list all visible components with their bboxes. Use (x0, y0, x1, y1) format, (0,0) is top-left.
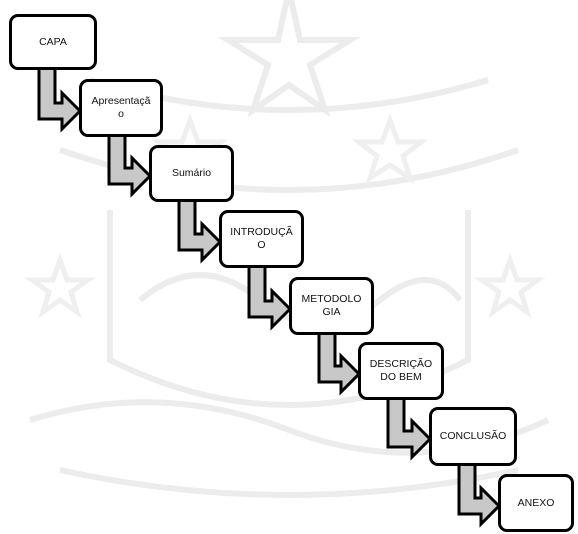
connector-arrow-4 (247, 264, 293, 331)
step-anexo: ANEXO (498, 474, 574, 532)
step-metodologia: METODOLO GIA (289, 277, 374, 335)
step-sumario: Sumário (149, 145, 234, 202)
step-conclusao-label: CONCLUSÃO (439, 430, 507, 442)
step-capa: CAPA (9, 14, 97, 70)
step-capa-label: CAPA (39, 35, 67, 48)
connector-arrow-3 (177, 198, 223, 264)
connector-arrow-6 (386, 396, 433, 461)
step-apresentacao-label: Apresentaçã o (91, 95, 151, 120)
step-sumario-label: Sumário (171, 167, 212, 179)
connector-arrow-2 (107, 133, 153, 198)
step-anexo-label: ANEXO (517, 496, 555, 509)
step-apresentacao: Apresentaçã o (79, 79, 163, 137)
connector-arrow-7 (457, 462, 502, 528)
step-metodologia-label: METODOLO GIA (301, 293, 362, 318)
step-descricao-label: DESCRIÇÃO DO BEM (369, 358, 433, 383)
step-conclusao: CONCLUSÃO (429, 407, 517, 466)
connector-arrow-1 (37, 66, 83, 133)
step-descricao: DESCRIÇÃO DO BEM (358, 342, 444, 400)
step-introducao-label: INTRODUÇÃ O (230, 226, 293, 251)
connector-arrow-5 (317, 331, 362, 396)
step-introducao: INTRODUÇÃ O (219, 210, 304, 268)
